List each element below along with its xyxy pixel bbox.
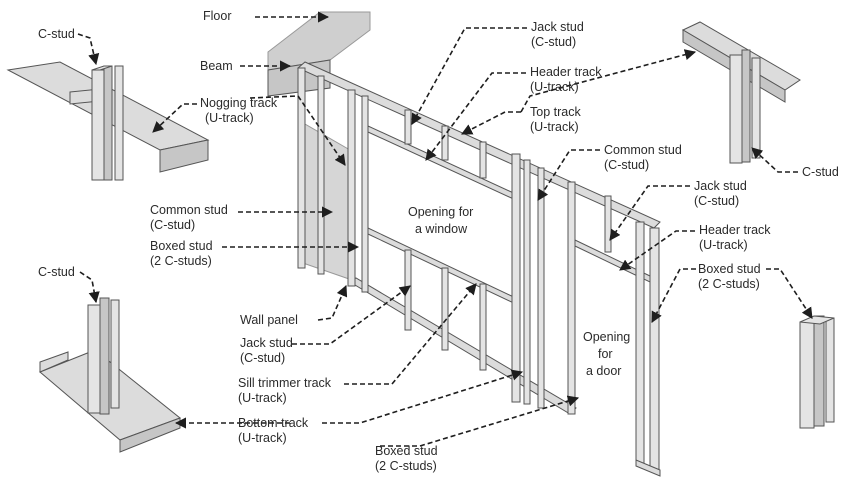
leader-nogging-track [152, 103, 197, 133]
leader-c-stud-bottom-left [79, 271, 100, 304]
label-header-track-right-2: (U-track) [699, 238, 748, 252]
label-beam: Beam [200, 59, 233, 73]
leader-boxed-stud-right [766, 268, 813, 319]
label-common-stud-left-1: Common stud [150, 203, 228, 217]
leader-bottom-track-wall [322, 369, 524, 424]
leader-wall-panel [317, 284, 348, 321]
label-jack-stud-lower-1: Jack stud [240, 336, 293, 350]
leader-header-track-top [425, 72, 526, 161]
detail-top-track [681, 21, 801, 164]
label-jack-stud-top-2: (C-stud) [531, 35, 576, 49]
detail-boxed-stud [799, 315, 835, 429]
leader-common-stud-mid [537, 149, 600, 201]
label-boxed-stud-bottom-2: (2 C-studs) [375, 459, 437, 473]
leader-top-track [461, 111, 521, 135]
label-opening-door-1: Opening [583, 330, 630, 344]
leader-jack-stud-lower [292, 285, 411, 345]
label-jack-stud-right-2: (C-stud) [694, 194, 739, 208]
leader-jack-stud-top [411, 27, 527, 125]
label-opening-door-2: for [598, 347, 613, 361]
label-boxed-stud-left-2: (2 C-studs) [150, 254, 212, 268]
label-jack-stud-right-1: Jack stud [694, 179, 747, 193]
label-nogging-track-1: Nogging track [200, 96, 278, 110]
label-bottom-track-1: Bottom track [238, 416, 309, 430]
label-top-track-2: (U-track) [530, 120, 579, 134]
label-header-track-top-1: Header track [530, 65, 602, 79]
leader-c-stud-top-left [77, 33, 100, 66]
label-sill-trimmer-1: Sill trimmer track [238, 376, 332, 390]
label-sill-trimmer-2: (U-track) [238, 391, 287, 405]
label-common-stud-left-2: (C-stud) [150, 218, 195, 232]
label-boxed-stud-bottom-1: Boxed stud [375, 444, 438, 458]
label-opening-window-1: Opening for [408, 205, 473, 219]
wall-panel [297, 119, 353, 281]
label-floor: Floor [203, 9, 231, 23]
label-c-stud-top-left: C-stud [38, 27, 75, 41]
label-common-stud-mid-2: (C-stud) [604, 158, 649, 172]
leader-sill-trimmer [344, 283, 477, 385]
leader-lines [77, 11, 813, 447]
labels: Floor Beam C-stud Nogging track (U-track… [38, 9, 839, 473]
label-boxed-stud-right-1: Boxed stud [698, 262, 761, 276]
label-opening-door-3: a door [586, 364, 621, 378]
leader-nogging-to-wall [249, 95, 299, 99]
label-boxed-stud-left-1: Boxed stud [150, 239, 213, 253]
label-nogging-track-2: (U-track) [205, 111, 254, 125]
leader-boxed-stud-bottom [380, 395, 580, 447]
leader-jack-stud-right [609, 185, 690, 241]
label-c-stud-right: C-stud [802, 165, 839, 179]
label-bottom-track-2: (U-track) [238, 431, 287, 445]
label-c-stud-bottom-left: C-stud [38, 265, 75, 279]
label-opening-window-2: a window [415, 222, 468, 236]
label-header-track-top-2: (U-track) [530, 80, 579, 94]
leader-c-stud-right [751, 147, 798, 173]
detail-nogging-junction [6, 61, 210, 181]
leader-header-track-right [619, 230, 695, 271]
wall-assembly [267, 11, 661, 477]
leader-nogging-wall [297, 95, 346, 166]
label-boxed-stud-right-2: (2 C-studs) [698, 277, 760, 291]
detail-bottom-track [39, 297, 182, 453]
label-jack-stud-top-1: Jack stud [531, 20, 584, 34]
label-jack-stud-lower-2: (C-stud) [240, 351, 285, 365]
label-top-track-1: Top track [530, 105, 581, 119]
label-common-stud-mid-1: Common stud [604, 143, 682, 157]
label-wall-panel: Wall panel [240, 313, 298, 327]
leader-top-track-right [520, 49, 697, 113]
leader-boxed-stud-right-left [651, 268, 696, 323]
label-header-track-right-1: Header track [699, 223, 771, 237]
